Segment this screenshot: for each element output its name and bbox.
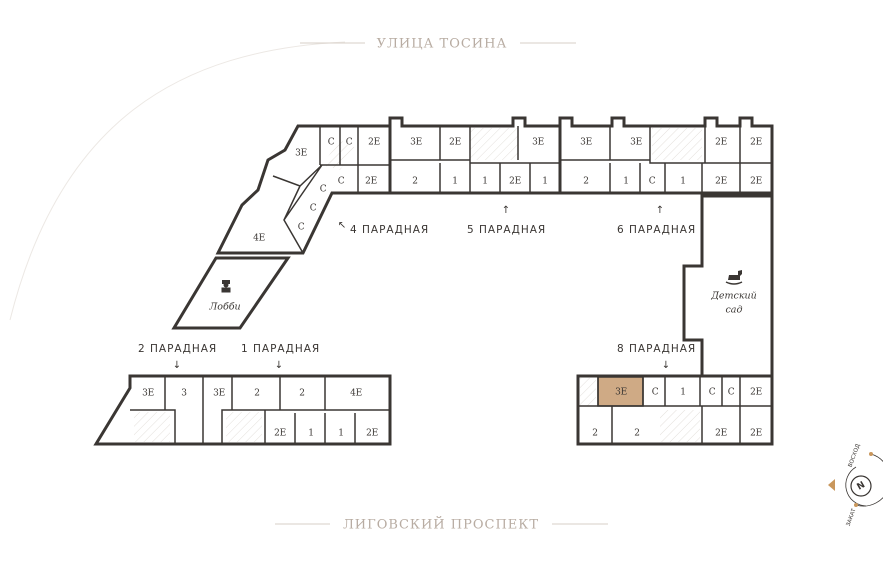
unit-2e[interactable]: 2Е xyxy=(365,177,377,187)
unit-1[interactable]: 1 xyxy=(542,177,548,187)
unit-2[interactable]: 2 xyxy=(634,429,640,439)
kindergarten-label-2: сад xyxy=(725,305,742,316)
arrow-down-icon: ↓ xyxy=(662,360,670,371)
unit-3e[interactable]: 3Е xyxy=(295,149,307,159)
unit-4e[interactable]: 4Е xyxy=(253,234,265,244)
unit-2[interactable]: 2 xyxy=(299,389,305,399)
rocking-horse-icon xyxy=(725,270,743,285)
unit-c[interactable]: С xyxy=(649,177,656,187)
arrow-diagonal-icon: ↖ xyxy=(338,220,346,231)
unit-2e[interactable]: 2Е xyxy=(366,429,378,439)
lobby-label: Лобби xyxy=(208,302,240,313)
concierge-icon xyxy=(221,280,231,293)
entrance-4-label: 4 ПАРАДНАЯ xyxy=(350,224,429,236)
sunrise-icon xyxy=(869,452,873,456)
unit-3e[interactable]: 3Е xyxy=(213,389,225,399)
block-bottom-right[interactable]: 3Е С 1 С С 2Е 2 2 2Е 2Е xyxy=(576,374,774,446)
arrow-down-icon: ↓ xyxy=(173,360,181,371)
compass: N ВОСХОД ЗАКАТ xyxy=(828,443,883,527)
unit-3e[interactable]: 3Е xyxy=(630,138,642,148)
unit-1[interactable]: 1 xyxy=(452,177,458,187)
east-label: ВОСХОД xyxy=(848,443,862,469)
unit-c[interactable]: С xyxy=(652,388,659,398)
unit-3e[interactable]: 3Е xyxy=(532,138,544,148)
unit-2e[interactable]: 2Е xyxy=(750,177,762,187)
arrow-up-icon: ↑ xyxy=(656,205,664,216)
unit-c[interactable]: С xyxy=(298,223,305,233)
unit-2[interactable]: 2 xyxy=(583,177,589,187)
unit-c[interactable]: С xyxy=(338,177,345,187)
unit-2e[interactable]: 2Е xyxy=(715,177,727,187)
unit-1[interactable]: 1 xyxy=(482,177,488,187)
block-bottom-left[interactable]: 3Е 3 3Е 2 2 4Е 2Е 1 1 2Е xyxy=(93,374,392,446)
unit-2e[interactable]: 2Е xyxy=(449,138,461,148)
entrance-1[interactable]: 1 ПАРАДНАЯ ↓ xyxy=(241,343,320,371)
unit-3e[interactable]: 3Е xyxy=(410,138,422,148)
west-label: ЗАКАТ xyxy=(846,507,858,527)
unit-c[interactable]: С xyxy=(728,388,735,398)
block-top-right[interactable]: 3Е 3Е 2Е 2Е 2 1 С 1 2Е 2Е xyxy=(558,116,774,195)
entrance-2[interactable]: 2 ПАРАДНАЯ ↓ xyxy=(138,343,217,371)
unit-c[interactable]: С xyxy=(328,138,335,148)
unit-2e[interactable]: 2Е xyxy=(509,177,521,187)
entrance-5-label: 5 ПАРАДНАЯ xyxy=(467,224,546,236)
kindergarten[interactable]: Детский сад xyxy=(682,194,774,378)
unit-1[interactable]: 1 xyxy=(680,388,686,398)
street-bottom: ЛИГОВСКИЙ ПРОСПЕКТ xyxy=(275,516,608,533)
unit-2e[interactable]: 2Е xyxy=(750,138,762,148)
arrow-down-icon: ↓ xyxy=(275,360,283,371)
unit-2[interactable]: 2 xyxy=(412,177,418,187)
compass-north-icon: N xyxy=(855,480,867,492)
unit-2e[interactable]: 2Е xyxy=(715,429,727,439)
sunset-icon xyxy=(854,503,858,507)
unit-c[interactable]: С xyxy=(310,204,317,214)
unit-1[interactable]: 1 xyxy=(623,177,629,187)
arrow-up-icon: ↑ xyxy=(502,205,510,216)
unit-2[interactable]: 2 xyxy=(592,429,598,439)
lobby[interactable]: Лобби xyxy=(171,256,291,330)
unit-2e[interactable]: 2Е xyxy=(274,429,286,439)
street-ligovsky-label: ЛИГОВСКИЙ ПРОСПЕКТ xyxy=(343,516,539,533)
kindergarten-label-1: Детский xyxy=(710,291,757,302)
unit-c[interactable]: С xyxy=(320,185,327,195)
unit-3e[interactable]: 3Е xyxy=(142,389,154,399)
site-boundary-curve xyxy=(9,41,346,321)
compass-pointer-icon xyxy=(828,479,835,491)
entrance-8[interactable]: 8 ПАРАДНАЯ ↓ xyxy=(617,343,696,371)
block-top-center[interactable]: 3Е 2Е 3Е 2 1 1 2Е 1 xyxy=(388,116,562,195)
unit-2e[interactable]: 2Е xyxy=(368,138,380,148)
entrance-2-label: 2 ПАРАДНАЯ xyxy=(138,343,217,355)
entrance-6[interactable]: ↑ 6 ПАРАДНАЯ xyxy=(617,205,696,236)
unit-3e-selected[interactable]: 3Е xyxy=(615,388,627,398)
unit-2e[interactable]: 2Е xyxy=(750,429,762,439)
unit-2[interactable]: 2 xyxy=(254,389,260,399)
entrance-6-label: 6 ПАРАДНАЯ xyxy=(617,224,696,236)
unit-c[interactable]: С xyxy=(346,138,353,148)
street-tosina-label: УЛИЦА ТОСИНА xyxy=(377,37,508,52)
unit-3[interactable]: 3 xyxy=(181,389,187,399)
compass-dial xyxy=(850,475,872,497)
unit-1[interactable]: 1 xyxy=(308,429,314,439)
unit-1[interactable]: 1 xyxy=(680,177,686,187)
entrance-4[interactable]: ↖ 4 ПАРАДНАЯ xyxy=(338,220,429,236)
unit-2e[interactable]: 2Е xyxy=(750,388,762,398)
unit-1[interactable]: 1 xyxy=(338,429,344,439)
entrance-5[interactable]: ↑ 5 ПАРАДНАЯ xyxy=(467,205,546,236)
unit-c[interactable]: С xyxy=(709,388,716,398)
street-top: УЛИЦА ТОСИНА xyxy=(300,37,576,52)
entrance-8-label: 8 ПАРАДНАЯ xyxy=(617,343,696,355)
entrance-1-label: 1 ПАРАДНАЯ xyxy=(241,343,320,355)
unit-2e[interactable]: 2Е xyxy=(715,138,727,148)
unit-4e[interactable]: 4Е xyxy=(350,389,362,399)
unit-3e[interactable]: 3Е xyxy=(580,138,592,148)
